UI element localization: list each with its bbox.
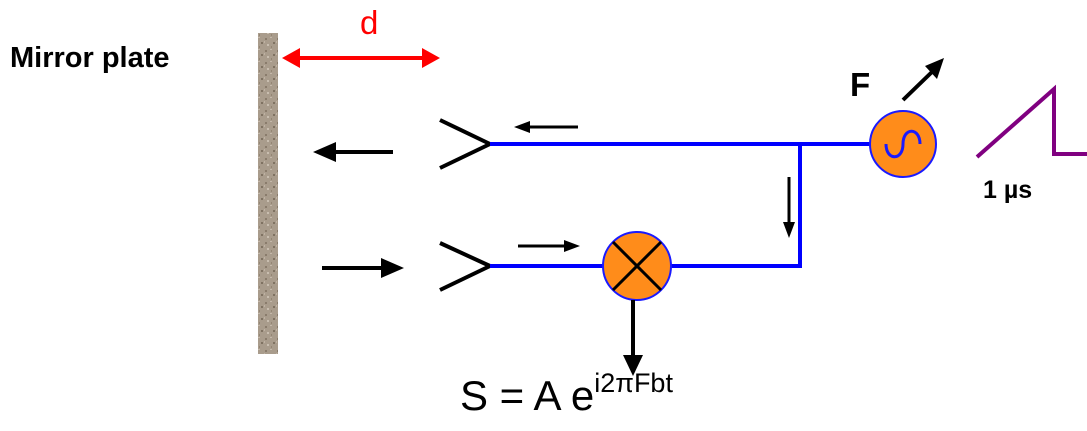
sine-source-icon (869, 110, 937, 178)
beat-signal-formula: S = A ei2πFbt (460, 368, 673, 420)
distance-arrow (282, 48, 440, 68)
sawtooth-ramp (975, 84, 1087, 159)
receive-wave-arrow (322, 258, 404, 278)
transmit-horn-antenna-icon (439, 118, 491, 170)
signal-flow-arrow-rx (518, 240, 580, 252)
mixer-cross-icon (602, 231, 672, 301)
formula-exponent: i2πFbt (594, 368, 673, 398)
transmit-wave-arrow (313, 142, 393, 162)
mirror-plate-label: Mirror plate (10, 42, 170, 74)
mirror-plate (258, 33, 278, 354)
signal-flow-arrow-coupler (783, 177, 795, 238)
distance-label: d (360, 4, 379, 41)
receive-horn-antenna-icon (439, 241, 491, 292)
tuning-arrow (901, 58, 944, 102)
mixer-output-arrow (623, 300, 643, 376)
signal-flow-arrow-tx (514, 121, 578, 133)
formula-base: S = A e (460, 372, 595, 419)
ramp-period-label: 1 µs (983, 176, 1033, 204)
frequency-label: F (850, 66, 871, 103)
waveguide-lines (490, 142, 870, 268)
